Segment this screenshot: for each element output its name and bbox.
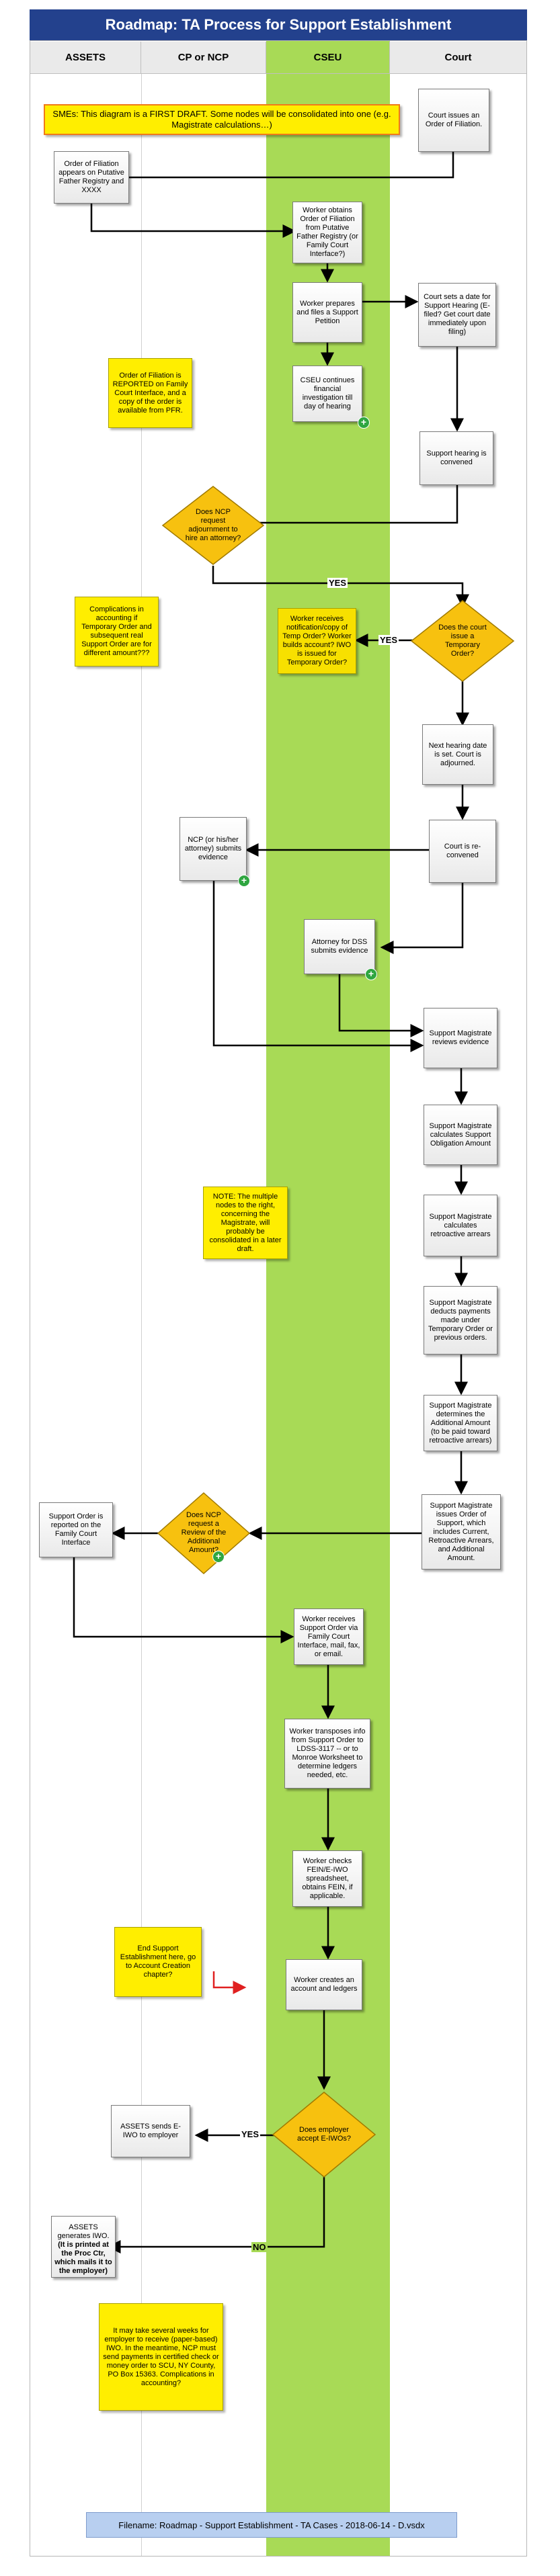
ncp-adjourn-decision: Does NCP request adjournment to hire an …: [161, 485, 265, 566]
lane-header-assets: ASSETS: [30, 42, 141, 74]
hearing-convened-box: Support hearing is convened: [419, 431, 493, 485]
calc-retro-box: Support Magistrate calculates retroactiv…: [424, 1195, 497, 1256]
multiple-nodes-note: NOTE: The multiple nodes to the right, c…: [203, 1187, 288, 1259]
ncp-review-decision: Does NCP request a Review of the Additio…: [157, 1492, 251, 1575]
sme-draft-note: SMEs: This diagram is a FIRST DRAFT. Som…: [44, 104, 400, 135]
worker-checks-box: Worker checks FEIN/E-IWO spreadsheet, ob…: [292, 1850, 362, 1907]
yes-label: YES: [327, 578, 348, 588]
cseu-continues-box: CSEU continues financial investigation t…: [292, 366, 362, 422]
worker-receives-temp-box: Worker receives notification/copy of Tem…: [278, 608, 356, 674]
fci-reported-box: Support Order is reported on the Family …: [39, 1502, 113, 1557]
no-label: NO: [251, 2242, 268, 2252]
assets-generates-text: ASSETS generates IWO.: [57, 2223, 110, 2240]
employer-accept-decision: Does employer accept E-IWOs?: [272, 2091, 376, 2178]
court-reconvened-box: Court is re-convened: [429, 820, 496, 883]
weeks-note: It may take several weeks for employer t…: [99, 2303, 223, 2411]
calc-obligation-box: Support Magistrate calculates Support Ob…: [424, 1105, 497, 1165]
lane-header-cp-ncp: CP or NCP: [141, 42, 266, 74]
plus-icon[interactable]: +: [212, 1551, 225, 1563]
magistrate-reviews-box: Support Magistrate reviews evidence: [424, 1008, 497, 1068]
lane-header-court: Court: [390, 42, 526, 74]
court-temp-order-decision: Does the court issue a Temporary Order?: [410, 599, 515, 683]
worker-transposes-box: Worker transposes info from Support Orde…: [284, 1719, 370, 1789]
assets-sends-box: ASSETS sends E-IWO to employer: [111, 2105, 190, 2157]
filename-footer: Filename: Roadmap - Support Establishmen…: [86, 2512, 457, 2538]
complications-note: Complications in accounting if Temporary…: [75, 597, 159, 667]
plus-icon[interactable]: +: [365, 968, 377, 980]
court-issues-order-box: Court issues an Order of Filiation.: [418, 89, 489, 152]
next-hearing-box: Next hearing date is set. Court is adjou…: [422, 724, 493, 785]
filiation-reported-note: Order of Filiation is REPORTED on Family…: [108, 358, 192, 428]
deducts-payments-box: Support Magistrate deducts payments made…: [424, 1286, 497, 1355]
worker-prepares-box: Worker prepares and files a Support Peti…: [292, 282, 362, 343]
worker-creates-box: Worker creates an account and ledgers: [286, 1959, 362, 2010]
lane-header-cseu: CSEU: [266, 42, 390, 74]
dss-attorney-box: Attorney for DSS submits evidence: [304, 919, 375, 974]
assets-generates-bold-text: (It is printed at the Proc Ctr, which ma…: [54, 2241, 112, 2275]
assets-generates-box: ASSETS generates IWO. (It is printed at …: [51, 2216, 116, 2278]
pfr-box: Order of Filiation appears on Putative F…: [54, 151, 129, 204]
end-support-note: End Support Establishment here, go to Ac…: [114, 1927, 202, 1997]
yes-label: YES: [240, 2129, 261, 2139]
worker-receives-order-box: Worker receives Support Order via Family…: [294, 1608, 364, 1665]
ncp-evidence-box: NCP (or his/her attorney) submits eviden…: [179, 817, 247, 881]
court-sets-date-box: Court sets a date for Support Hearing (E…: [418, 283, 496, 347]
plus-icon[interactable]: +: [238, 875, 250, 887]
additional-amount-box: Support Magistrate determines the Additi…: [424, 1395, 497, 1451]
lane-divider: [141, 74, 142, 2556]
plus-icon[interactable]: +: [358, 417, 370, 429]
yes-label: YES: [378, 635, 399, 645]
issues-order-box: Support Magistrate issues Order of Suppo…: [422, 1494, 501, 1570]
page-title: Roadmap: TA Process for Support Establis…: [30, 9, 527, 40]
worker-obtains-box: Worker obtains Order of Filiation from P…: [292, 202, 362, 263]
